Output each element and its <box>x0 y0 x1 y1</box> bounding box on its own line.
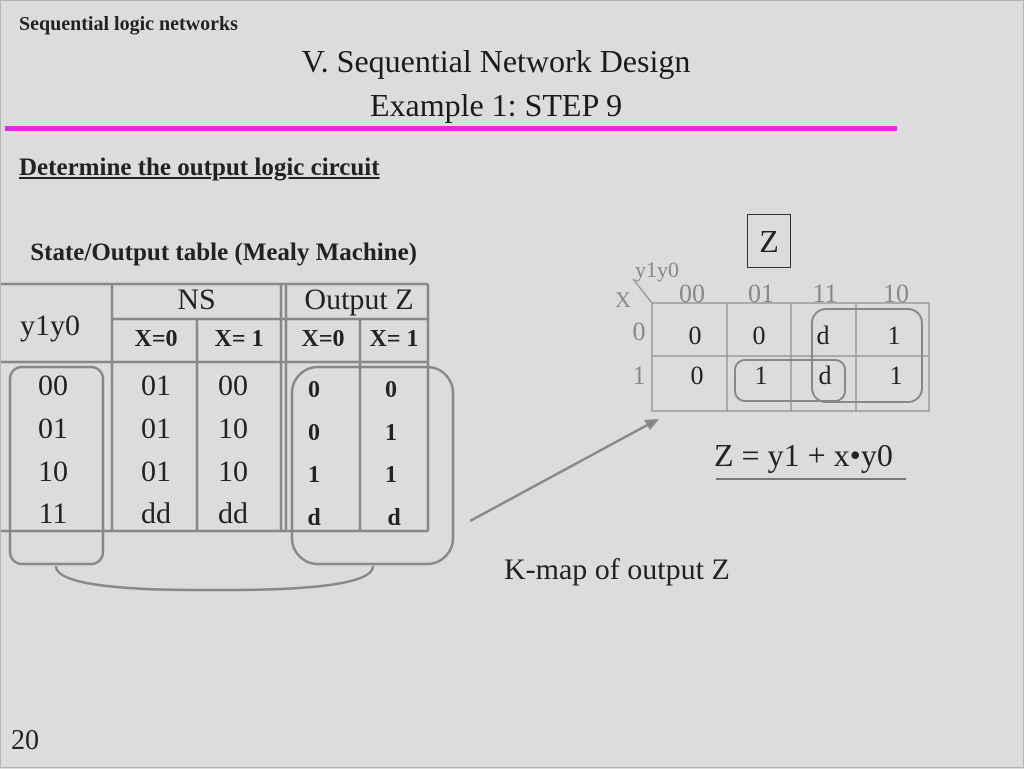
kmap-cell: 1 <box>887 321 901 350</box>
table-title-text: State/Output table (Mealy Machine) <box>30 239 417 266</box>
table-cell-ns-x1: 10 <box>218 412 248 445</box>
table-title: State/Output table (Mealy Machine) <box>1 239 421 275</box>
kmap-cell: 0 <box>688 321 702 350</box>
kmap-row-label: 0 <box>632 317 646 346</box>
kmap-cell: 0 <box>690 361 704 390</box>
kmap-col-label: 10 <box>883 279 909 308</box>
boolean-equation: Z = y1 + x•y0 <box>714 437 893 473</box>
out-x0-header: X=0 <box>301 326 345 352</box>
kmap-cell: 1 <box>754 361 768 390</box>
kmap-col-variable: y1y0 <box>635 257 679 282</box>
ns-x1-header: X= 1 <box>214 326 264 352</box>
slide-title: V. Sequential Network Design <box>301 43 691 79</box>
title-divider <box>5 126 897 131</box>
table-cell-ns-x0: 01 <box>141 455 171 488</box>
table-cell-z-x0: 0 <box>308 377 320 403</box>
kmap-cell: d <box>816 321 830 350</box>
table-groupings <box>8 365 455 592</box>
table-cell-z-x0: d <box>307 505 321 531</box>
slide-subtitle: Example 1: STEP 9 <box>369 87 623 123</box>
table-cell-ns-x1: dd <box>218 497 248 530</box>
kmap-col-label: 11 <box>812 279 838 308</box>
ns-x0-header: X=0 <box>134 326 178 352</box>
table-cell-z-x1: 1 <box>385 462 397 488</box>
table-cell-z-x0: 1 <box>308 462 320 488</box>
table-cell-state: 10 <box>38 455 68 488</box>
kmap-cell: 1 <box>889 361 903 390</box>
table-cell-state: 11 <box>38 497 68 530</box>
kmap-grid <box>632 278 930 412</box>
course-title: Sequential logic networks <box>19 13 238 35</box>
table-cell-ns-x0: dd <box>141 497 171 530</box>
table-cell-z-x1: d <box>387 505 401 531</box>
kmap-cell: d <box>818 361 832 390</box>
kmap-col-label: 01 <box>748 279 774 308</box>
kmap-col-label: 00 <box>679 279 705 308</box>
equation-underline <box>716 478 906 480</box>
table-cell-z-x0: 0 <box>308 420 320 446</box>
output-header: Output Z <box>304 283 414 316</box>
out-x1-header: X= 1 <box>369 326 419 352</box>
table-cell-z-x1: 1 <box>385 420 397 446</box>
state-table-grid <box>1 282 430 533</box>
kmap-groupings <box>734 308 923 403</box>
table-cell-state: 00 <box>38 369 68 402</box>
state-header: y1y0 <box>20 309 80 342</box>
table-cell-state: 01 <box>38 412 68 445</box>
table-cell-z-x1: 0 <box>385 377 397 403</box>
page-number: 20 <box>11 725 39 756</box>
kmap-row-variable: X <box>615 287 631 312</box>
kmap-row-label: 1 <box>632 361 646 390</box>
kmap-cell: 0 <box>752 321 766 350</box>
table-cell-ns-x0: 01 <box>141 412 171 445</box>
table-cell-ns-x0: 01 <box>141 369 171 402</box>
kmap-caption: K-map of output Z <box>504 553 730 586</box>
section-heading: Determine the output logic circuit <box>19 154 380 181</box>
ns-header: NS <box>177 283 216 316</box>
kmap-output-label: Z <box>747 214 791 268</box>
table-cell-ns-x1: 10 <box>218 455 248 488</box>
table-cell-ns-x1: 00 <box>218 369 248 402</box>
arrow-to-kmap <box>469 419 659 523</box>
